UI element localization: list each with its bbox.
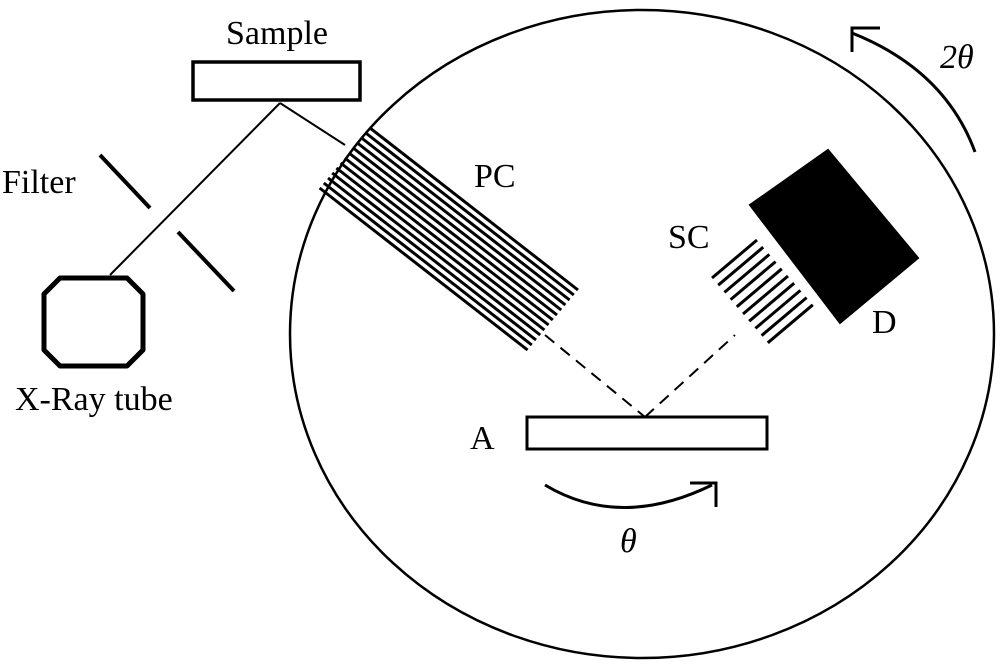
two-theta-arrowhead bbox=[850, 26, 880, 52]
sc-plate bbox=[735, 267, 783, 308]
pc-plate bbox=[331, 171, 542, 337]
sc-collimator bbox=[711, 238, 814, 344]
xray-tube-label: X-Ray tube bbox=[15, 381, 173, 418]
sc-plate bbox=[717, 246, 765, 287]
pc-plate bbox=[356, 141, 567, 307]
diffracted-beam bbox=[279, 102, 346, 146]
incident-beam bbox=[109, 102, 281, 276]
sc-plate bbox=[766, 303, 814, 344]
pc-plate bbox=[322, 181, 533, 347]
pc-plate bbox=[318, 186, 529, 352]
pc-plate bbox=[352, 146, 563, 312]
pc-plate bbox=[369, 126, 579, 292]
sample-label: Sample bbox=[226, 15, 328, 52]
sc-label: SC bbox=[668, 219, 710, 256]
pc-plate bbox=[364, 131, 575, 297]
beam-analyzer-to-sc bbox=[644, 334, 736, 418]
theta-arrowhead bbox=[690, 481, 718, 507]
sc-plate bbox=[742, 274, 789, 316]
theta-rotation-arrow bbox=[544, 483, 713, 509]
beam-pc-to-analyzer bbox=[544, 334, 646, 418]
filter bbox=[98, 153, 236, 293]
sc-plate bbox=[729, 260, 777, 301]
detector bbox=[748, 148, 920, 325]
two-theta-rotation-arrow bbox=[851, 31, 977, 153]
theta-label: θ bbox=[620, 523, 637, 560]
pc-plate bbox=[327, 176, 537, 342]
xray-tube bbox=[41, 275, 146, 369]
pc-plate bbox=[360, 136, 571, 302]
pc-collimator bbox=[318, 126, 579, 352]
analyzer-label: A bbox=[470, 420, 495, 457]
sc-plate bbox=[711, 238, 758, 280]
sc-plate bbox=[748, 282, 796, 323]
pc-plate bbox=[348, 151, 558, 317]
pc-plate bbox=[343, 156, 554, 322]
pc-plate bbox=[339, 161, 550, 327]
goniometer-circle bbox=[288, 8, 996, 660]
sc-plate bbox=[754, 289, 802, 330]
filter-label: Filter bbox=[2, 164, 76, 201]
analyzer-crystal bbox=[525, 415, 769, 451]
detector-label: D bbox=[872, 304, 897, 341]
two-theta-label: 2θ bbox=[940, 39, 974, 76]
pc-plate bbox=[335, 166, 546, 332]
sc-plate bbox=[760, 296, 808, 337]
pc-label: PC bbox=[474, 158, 516, 195]
sc-plate bbox=[723, 253, 771, 294]
sample-holder bbox=[191, 60, 362, 102]
